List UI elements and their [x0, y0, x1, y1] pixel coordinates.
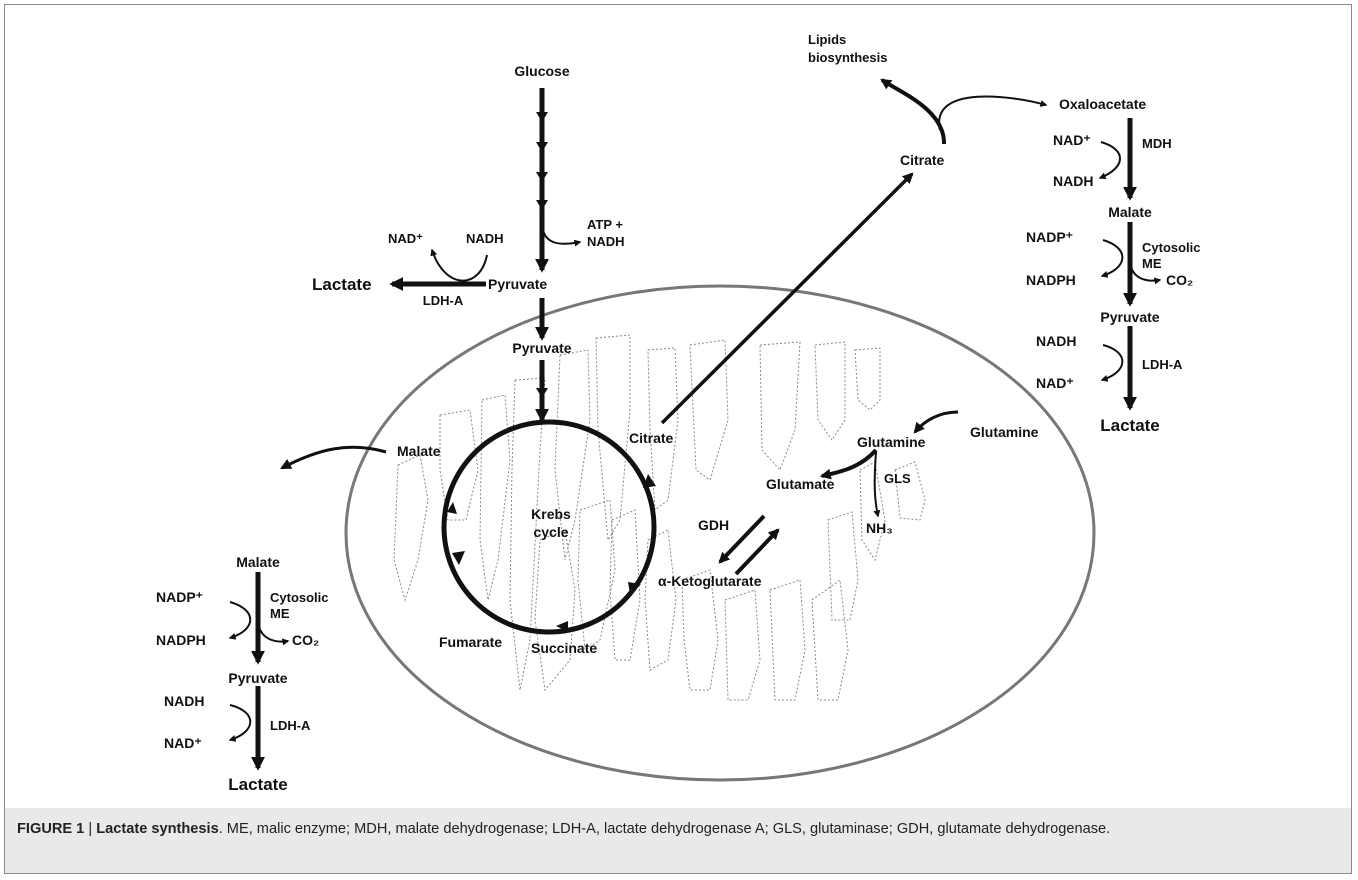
pyruvate-to-krebs-chevron [536, 388, 548, 398]
mitochondrion-outer-membrane [344, 284, 1096, 782]
figure-caption: FIGURE 1 | Lactate synthesis. ME, malic … [17, 819, 1327, 840]
atp-nadh-side-arrow [541, 221, 582, 247]
citrate-to-lipids-arrow [880, 78, 947, 145]
r-nadh-to-nad-curve [1100, 344, 1124, 382]
label-nadh-top: NADH [466, 231, 504, 246]
label-atp-nadh-2: NADH [587, 234, 625, 249]
label-citrate-mito: Citrate [629, 430, 674, 446]
malate-export-arrow [280, 445, 387, 470]
gls-arrow [819, 448, 878, 480]
label-r-nadh-1: NADH [1053, 173, 1093, 189]
label-gdh: GDH [698, 517, 729, 533]
l-co2-curve [257, 621, 290, 646]
nadh-to-nad-curve [430, 248, 488, 282]
label-glucose: Glucose [514, 63, 569, 79]
label-glutamine-mito: Glutamine [857, 434, 926, 450]
label-r-nadph: NADPH [1026, 272, 1076, 288]
label-atp-nadh-1: ATP + [587, 217, 623, 232]
caption-figure-label: FIGURE 1 [17, 821, 85, 837]
label-lipids: Lipids [808, 32, 846, 47]
label-ldha-main: LDH-A [423, 293, 464, 308]
label-glutamate: Glutamate [766, 476, 835, 492]
label-l-cytosolic: Cytosolic [270, 590, 329, 605]
label-r-lactate: Lactate [1100, 416, 1160, 435]
label-mdh: MDH [1142, 136, 1172, 151]
glycolysis-step-chevrons [536, 112, 548, 210]
label-l-ldha: LDH-A [270, 718, 311, 733]
label-l-nadh: NADH [164, 693, 204, 709]
nh3-arrow [873, 451, 881, 518]
label-l-lactate: Lactate [228, 775, 288, 794]
caption-title: Lactate synthesis [96, 821, 219, 837]
label-l-co2: CO₂ [292, 632, 319, 648]
krebs-cycle-circle [441, 419, 657, 635]
label-krebs: Krebs [531, 506, 571, 522]
r-co2-curve [1129, 261, 1162, 285]
label-pyruvate-mito: Pyruvate [512, 340, 571, 356]
r-nad-to-nadh-curve [1098, 141, 1121, 180]
label-malate-mito: Malate [397, 443, 441, 459]
gdh-reverse-arrow [734, 528, 780, 576]
label-r-cytosolic: Cytosolic [1142, 240, 1201, 255]
label-citrate-cytosol: Citrate [900, 152, 945, 168]
l-nadp-to-nadph-curve [228, 601, 252, 640]
label-l-nadph: NADPH [156, 632, 206, 648]
mitochondrion-cristae [393, 334, 926, 701]
gdh-forward-arrow [718, 514, 766, 564]
label-r-ldha: LDH-A [1142, 357, 1183, 372]
label-r-nad-plus-1: NAD⁺ [1053, 132, 1091, 148]
label-gls: GLS [884, 471, 911, 486]
label-biosynthesis: biosynthesis [808, 50, 887, 65]
r-nadp-to-nadph-curve [1100, 239, 1124, 278]
label-r-nadh-2: NADH [1036, 333, 1076, 349]
label-l-pyruvate: Pyruvate [228, 670, 287, 686]
label-r-nadp-plus: NADP⁺ [1026, 229, 1073, 245]
label-l-me: ME [270, 606, 290, 621]
label-fumarate: Fumarate [439, 634, 502, 650]
label-r-nad-plus-2: NAD⁺ [1036, 375, 1074, 391]
figure-frame [4, 4, 1352, 874]
label-cycle: cycle [533, 524, 568, 540]
label-r-malate: Malate [1108, 204, 1152, 220]
label-oxaloacetate: Oxaloacetate [1059, 96, 1146, 112]
label-r-me: ME [1142, 256, 1162, 271]
citrate-to-oxaloacetate-arrow [938, 95, 1048, 131]
citrate-export-arrow [660, 172, 914, 425]
glutamine-import-arrow [913, 410, 959, 434]
label-pyruvate-cytosol: Pyruvate [488, 276, 547, 292]
label-alpha-ketoglutarate: α-Ketoglutarate [658, 573, 762, 589]
label-succinate: Succinate [531, 640, 597, 656]
label-l-malate: Malate [236, 554, 280, 570]
caption-text: . ME, malic enzyme; MDH, malate dehydrog… [218, 821, 1111, 837]
krebs-cycle-chevrons [447, 474, 656, 632]
label-r-co2: CO₂ [1166, 272, 1193, 288]
label-glutamine-outside: Glutamine [970, 424, 1039, 440]
label-l-nadp-plus: NADP⁺ [156, 589, 203, 605]
caption-separator: | [84, 821, 97, 837]
caption-band [5, 808, 1351, 873]
label-nh3: NH₃ [866, 520, 893, 536]
l-nadh-to-nad-curve [228, 704, 252, 742]
label-r-pyruvate: Pyruvate [1100, 309, 1159, 325]
label-lactate-main: Lactate [312, 275, 372, 294]
label-nad-plus-top: NAD⁺ [388, 231, 423, 246]
label-l-nad-plus: NAD⁺ [164, 735, 202, 751]
